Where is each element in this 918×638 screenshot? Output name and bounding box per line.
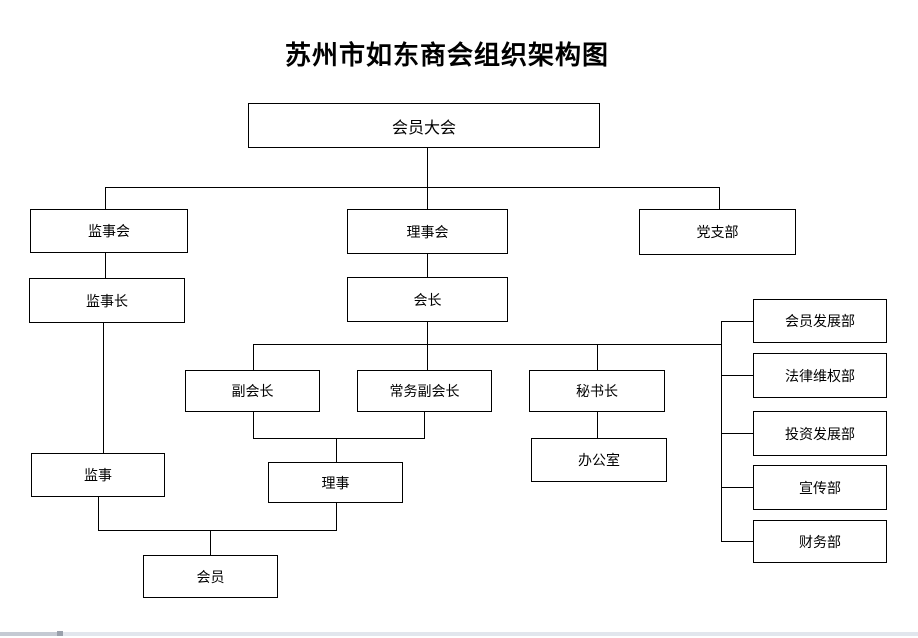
horizontal-scrollbar-notch[interactable] [57, 631, 63, 636]
org-node-party-branch: 党支部 [639, 209, 796, 255]
connector-stub-investment-development [721, 433, 753, 434]
connector-drop-member [210, 530, 211, 555]
connector-president-drop [427, 322, 428, 370]
connector-execvicepresident-stub [424, 412, 425, 438]
connector-drop-council [427, 187, 428, 209]
connector-drop-party-branch [719, 187, 720, 209]
connector-drop-secretary-general [597, 344, 598, 370]
org-node-supervisory-board: 监事会 [30, 209, 188, 253]
org-node-president: 会长 [347, 277, 508, 322]
org-node-dept-member-development: 会员发展部 [753, 299, 887, 343]
org-node-secretary-general: 秘书长 [529, 370, 665, 412]
connector-member-bus [98, 530, 337, 531]
connector-secretary-office [597, 412, 598, 438]
connector-stub-member-development [721, 321, 753, 322]
chart-title: 苏州市如东商会组织架构图 [284, 41, 609, 71]
connector-director-stub [336, 503, 337, 530]
connector-supervisor-stub [98, 497, 99, 530]
org-node-member-assembly: 会员大会 [248, 103, 600, 148]
connector-assembly-drop [427, 148, 428, 187]
org-node-council: 理事会 [347, 209, 508, 254]
connector-drop-vice-president [253, 344, 254, 370]
connector-top-bus [105, 187, 720, 188]
connector-council-president [427, 254, 428, 277]
org-node-chief-supervisor: 监事长 [29, 278, 185, 323]
org-node-member: 会员 [143, 555, 278, 598]
org-node-dept-publicity: 宣传部 [753, 465, 887, 510]
horizontal-scrollbar-track[interactable] [0, 632, 918, 636]
org-node-supervisor: 监事 [31, 453, 165, 497]
org-node-director: 理事 [268, 462, 403, 503]
connector-stub-publicity [721, 487, 753, 488]
org-node-dept-finance: 财务部 [753, 520, 887, 563]
connector-drop-supervisory-board [105, 187, 106, 209]
connector-chiefsupervisor-supervisor [103, 323, 104, 453]
connector-drop-director [336, 438, 337, 462]
horizontal-scrollbar-thumb[interactable] [0, 632, 57, 636]
org-node-dept-investment-development: 投资发展部 [753, 411, 887, 456]
org-node-vice-president: 副会长 [185, 370, 320, 412]
connector-vicepresident-stub [253, 412, 254, 438]
connector-board-chiefsupervisor [105, 253, 106, 278]
connector-stub-legal-rights [721, 375, 753, 376]
org-node-dept-legal-rights: 法律维权部 [753, 353, 887, 398]
org-node-office: 办公室 [531, 438, 667, 482]
connector-stub-finance [721, 541, 753, 542]
connector-director-bus [253, 438, 425, 439]
connector-dept-trunk [721, 321, 722, 541]
connector-mid-bus [253, 344, 722, 345]
org-node-executive-vice-president: 常务副会长 [357, 370, 492, 412]
